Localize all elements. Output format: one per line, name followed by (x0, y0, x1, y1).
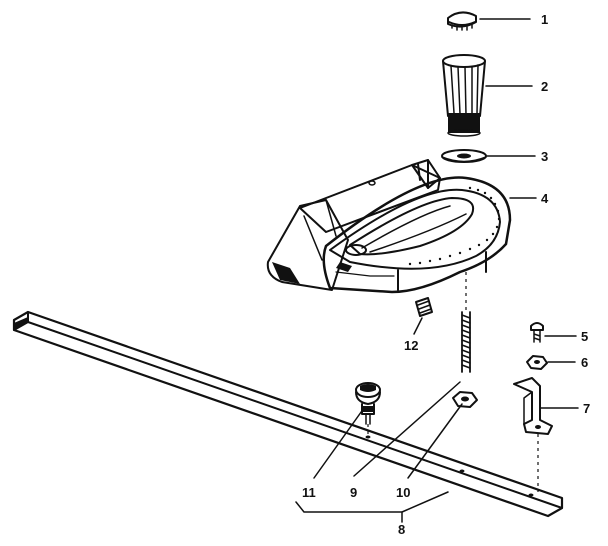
callout-3: 3 (541, 149, 548, 164)
nut-icon (526, 355, 548, 370)
leader-line (413, 317, 423, 335)
leader-line (313, 407, 365, 479)
callout-12: 12 (404, 338, 418, 353)
washer-icon (441, 149, 487, 163)
bracket-line (295, 491, 449, 513)
leader-lines (295, 18, 579, 523)
callout-1: 1 (541, 12, 548, 27)
stop-pin-icon (355, 382, 381, 425)
stop-clip-icon (513, 377, 553, 435)
callout-labels: 1 2 3 4 5 6 7 8 9 10 11 12 (302, 12, 590, 537)
callout-2: 2 (541, 79, 548, 94)
miter-body-icon (266, 159, 512, 294)
callout-4: 4 (541, 191, 549, 206)
callout-8: 8 (398, 522, 405, 537)
set-screw-icon (415, 297, 433, 317)
cap-icon (447, 11, 477, 31)
leader-line (407, 403, 463, 479)
leader-line (353, 381, 461, 477)
knob-icon (442, 54, 486, 137)
threaded-stud-icon (461, 311, 471, 373)
nut-icon (452, 391, 478, 408)
callout-7: 7 (583, 401, 590, 416)
miter-bar-icon (12, 310, 564, 518)
callout-10: 10 (396, 485, 410, 500)
callout-6: 6 (581, 355, 588, 370)
callout-11: 11 (302, 485, 316, 500)
callout-5: 5 (581, 329, 588, 344)
screw-icon (530, 322, 544, 343)
callout-9: 9 (350, 485, 357, 500)
